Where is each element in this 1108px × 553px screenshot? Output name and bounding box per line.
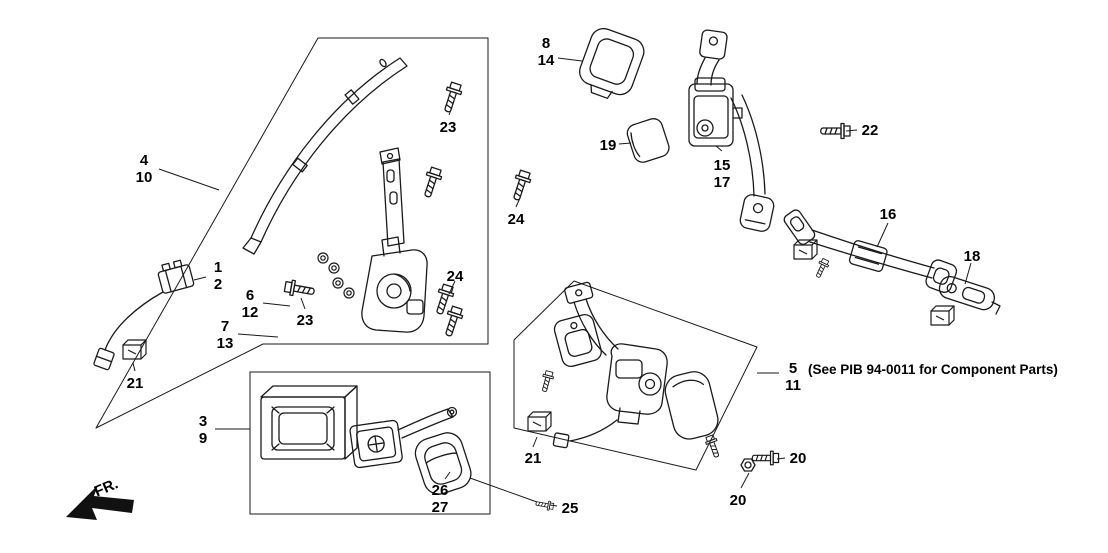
belt-guide bbox=[553, 314, 602, 368]
part-number: 22 bbox=[861, 122, 879, 139]
part-number: 11 bbox=[785, 377, 801, 394]
callout-25: 25 bbox=[562, 500, 579, 517]
callout-21-center: 21 bbox=[525, 450, 542, 467]
callout-24-upper: 24 bbox=[508, 211, 525, 228]
bezel-3-9 bbox=[260, 385, 358, 460]
callout-19: 19 bbox=[600, 137, 617, 154]
part-number: 21 bbox=[126, 375, 144, 392]
anchor-18 bbox=[930, 275, 1001, 326]
fr-label: FR. bbox=[92, 475, 121, 500]
part-number: 21 bbox=[524, 450, 542, 467]
part-number: 15 bbox=[713, 157, 731, 174]
part-number: 3 bbox=[198, 413, 208, 430]
callout-24-lower: 24 bbox=[447, 268, 464, 285]
callout-23-top: 23 bbox=[440, 119, 457, 136]
part-number: 9 bbox=[198, 430, 208, 447]
washers bbox=[317, 252, 355, 299]
callout-18: 18 bbox=[964, 248, 981, 265]
part-number: 6 bbox=[245, 287, 255, 304]
part-number: 23 bbox=[296, 312, 314, 329]
part-number: 5 bbox=[788, 360, 798, 377]
lap-belt-16 bbox=[783, 209, 958, 293]
part-number: 17 bbox=[713, 174, 731, 191]
part-number: 23 bbox=[439, 119, 457, 136]
center-cover bbox=[664, 371, 719, 440]
clip-21-left bbox=[122, 339, 147, 360]
clip-21-center bbox=[527, 411, 552, 432]
part-number: 19 bbox=[599, 137, 617, 154]
pillar-rail-4-10 bbox=[242, 57, 408, 255]
part-number: 20 bbox=[789, 450, 807, 467]
part-number: 24 bbox=[507, 211, 525, 228]
component-parts-note: (See PIB 94-0011 for Component Parts) bbox=[808, 362, 1058, 377]
pad-19 bbox=[626, 118, 670, 163]
buckle-body bbox=[552, 343, 668, 449]
part-number: 13 bbox=[216, 335, 234, 352]
fr-arrow: FR. bbox=[66, 475, 134, 520]
callout-23-lower: 23 bbox=[297, 312, 314, 329]
part-number: 16 bbox=[879, 206, 897, 223]
retractor-left bbox=[361, 236, 428, 333]
leader-lines bbox=[132, 57, 972, 507]
part-number: 12 bbox=[241, 304, 259, 321]
callout-16: 16 bbox=[880, 206, 897, 223]
part-number: 7 bbox=[220, 318, 230, 335]
part-number: 25 bbox=[561, 500, 579, 517]
part-number: 18 bbox=[963, 248, 981, 265]
part-number: 26 bbox=[431, 482, 449, 499]
callout-20-bottom: 20 bbox=[730, 492, 747, 509]
cover-8-14 bbox=[579, 27, 645, 99]
group-boundaries bbox=[95, 37, 758, 515]
part-number: 4 bbox=[139, 152, 149, 169]
part-number: 27 bbox=[431, 499, 449, 516]
connector-1-2 bbox=[93, 259, 195, 371]
height-adjuster-6-12 bbox=[379, 147, 405, 247]
part-number: 2 bbox=[213, 276, 223, 293]
part-number: 14 bbox=[537, 52, 555, 69]
retractor-15-17 bbox=[688, 29, 775, 232]
part-number: 8 bbox=[541, 35, 551, 52]
latch-mechanism bbox=[349, 406, 458, 469]
part-number: 24 bbox=[446, 268, 464, 285]
part-number: 1 bbox=[213, 259, 223, 276]
part-number: 20 bbox=[729, 492, 747, 509]
cover-26-27 bbox=[414, 432, 472, 495]
callout-20-right: 20 bbox=[790, 450, 807, 467]
callout-21-left: 21 bbox=[127, 375, 144, 392]
callout-22: 22 bbox=[862, 122, 879, 139]
part-number: 10 bbox=[135, 169, 153, 186]
